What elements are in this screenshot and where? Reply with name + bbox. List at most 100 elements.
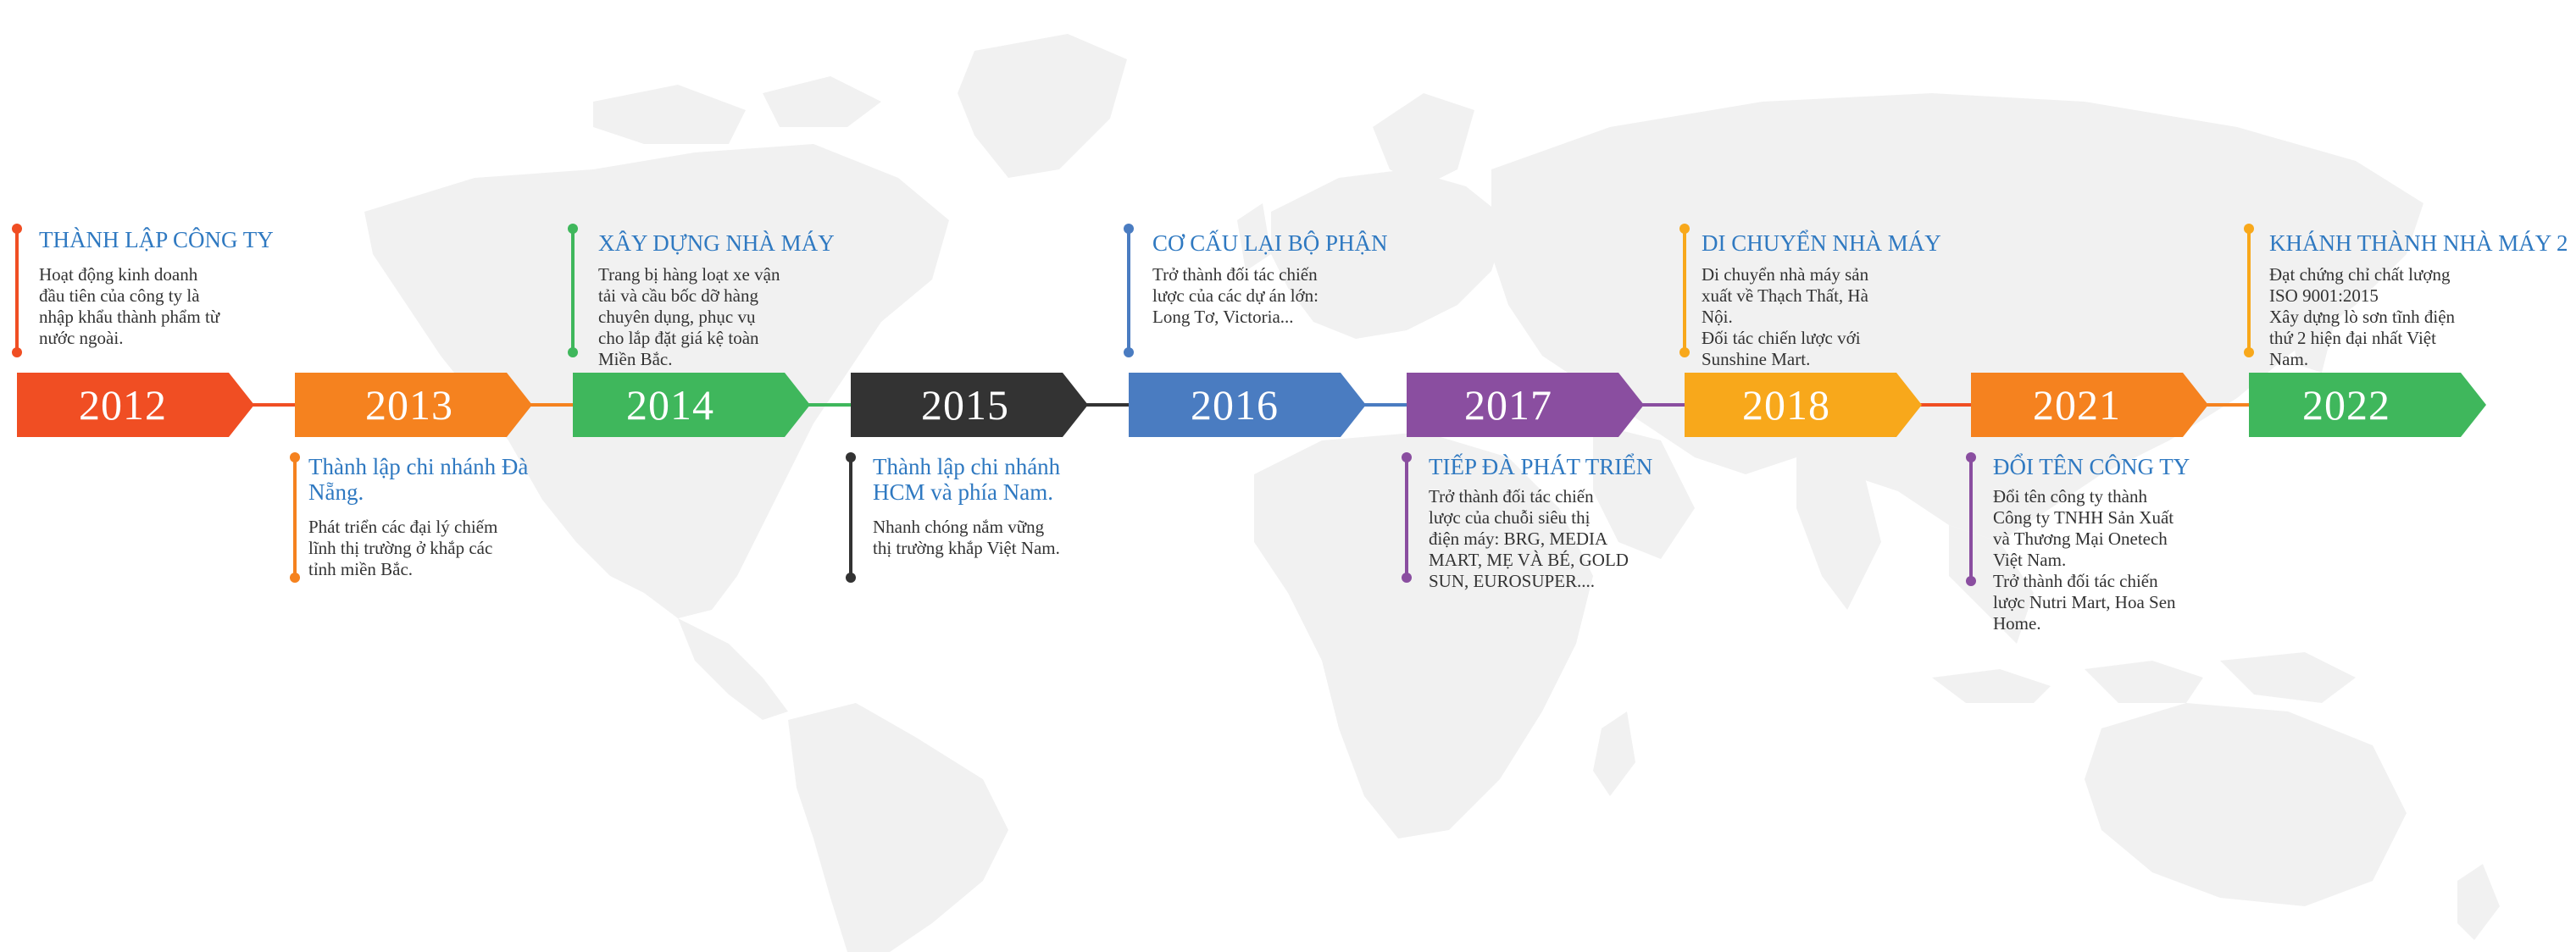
desc-line: Trở thành đối tác chiến xyxy=(1993,571,2158,591)
desc-line: điện máy: BRG, MEDIA xyxy=(1429,529,1608,549)
arrow-shape xyxy=(2249,373,2486,437)
desc-line: Nhanh chóng nắm vững xyxy=(873,517,1045,537)
year-label: 2013 xyxy=(365,381,453,429)
connector-2018-2021 xyxy=(1913,403,1973,407)
desc-line: nhập khẩu thành phẩm từ xyxy=(39,307,220,327)
desc-line: tỉnh miền Bắc. xyxy=(308,559,414,579)
desc-line: xuất về Thạch Thất, Hà xyxy=(1702,285,1868,306)
marker-stem-2013 xyxy=(293,457,297,576)
year-arrow-2016: 2016 xyxy=(1129,373,1366,437)
year-label: 2017 xyxy=(1464,381,1552,429)
marker-dot-2012-end xyxy=(12,347,22,357)
desc-line: Trở thành đối tác chiến xyxy=(1429,486,1594,506)
desc-line: Đổi tên công ty thành xyxy=(1993,486,2147,506)
desc-line: SUN, EUROSUPER.... xyxy=(1429,571,1596,591)
year-label: 2012 xyxy=(79,381,167,429)
milestone-title-2022: KHÁNH THÀNH NHÀ MÁY 2 xyxy=(2269,230,2568,256)
marker-dot-2012 xyxy=(12,224,22,234)
desc-line: Đối tác chiến lược với xyxy=(1702,328,1861,348)
desc-line: lược của các dự án lớn: xyxy=(1152,285,1319,306)
milestone-title-2013: Thành lập chi nhánh Đà Nẵng. xyxy=(308,454,529,505)
milestone-desc-2012: Hoạt động kinh doanh đầu tiên của công t… xyxy=(39,264,219,349)
arrow-shape xyxy=(1971,373,2208,437)
marker-stem-2016 xyxy=(1127,229,1130,356)
desc-line: Home. xyxy=(1993,613,2041,634)
desc-line: lược của chuỗi siêu thị xyxy=(1429,507,1591,528)
desc-line: thị trường khắp Việt Nam. xyxy=(873,538,1060,558)
desc-line: Đạt chứng chỉ chất lượng xyxy=(2269,264,2451,285)
marker-stem-2017 xyxy=(1405,457,1408,576)
marker-stem-2015 xyxy=(849,457,852,576)
arrow-shape xyxy=(851,373,1088,437)
arrow-shape xyxy=(1685,373,1922,437)
connector-2012-2013 xyxy=(246,403,297,407)
desc-line: tải và cầu bốc dỡ hàng xyxy=(598,285,758,306)
milestone-title-2014: XÂY DỰNG NHÀ MÁY xyxy=(598,230,835,256)
desc-line: Nội. xyxy=(1702,307,1733,327)
year-label: 2016 xyxy=(1191,381,1279,429)
arrow-shape xyxy=(295,373,532,437)
marker-stem-2018 xyxy=(1683,229,1686,356)
arrow-shape xyxy=(1129,373,1366,437)
milestone-title-2018: DI CHUYỂN NHÀ MÁY xyxy=(1702,230,1941,256)
connector-2015-2016 xyxy=(1080,403,1130,407)
marker-dot-2018 xyxy=(1679,224,1690,234)
year-label: 2015 xyxy=(921,381,1009,429)
desc-line: Hoạt động kinh doanh xyxy=(39,264,198,285)
milestone-desc-2021: Đổi tên công ty thành Công ty TNHH Sản X… xyxy=(1993,486,2176,634)
desc-line: lược Nutri Mart, Hoa Sen xyxy=(1993,592,2176,612)
marker-dot-2016 xyxy=(1124,224,1134,234)
milestone-desc-2018: Di chuyển nhà máy sản xuất về Thạch Thất… xyxy=(1702,264,1868,370)
milestone-desc-2016: Trở thành đối tác chiến lược của các dự … xyxy=(1152,264,1319,328)
desc-line: ISO 9001:2015 xyxy=(2269,285,2379,306)
desc-line: Trở thành đối tác chiến xyxy=(1152,264,1318,285)
marker-stem-2021 xyxy=(1969,457,1973,584)
milestone-desc-2013: Phát triển các đại lý chiếm lĩnh thị trư… xyxy=(308,517,497,580)
desc-line: Long Tơ, Victoria... xyxy=(1152,307,1294,327)
year-arrow-2014: 2014 xyxy=(573,373,810,437)
marker-dot-2017 xyxy=(1402,452,1412,462)
marker-stem-2012 xyxy=(15,229,19,356)
marker-dot-2015 xyxy=(846,452,856,462)
year-arrow-2015: 2015 xyxy=(851,373,1088,437)
arrow-shape xyxy=(573,373,810,437)
marker-dot-2013 xyxy=(290,452,300,462)
year-arrow-2018: 2018 xyxy=(1685,373,1922,437)
year-label: 2018 xyxy=(1742,381,1830,429)
desc-line: Trang bị hàng loạt xe vận xyxy=(598,264,780,285)
milestone-desc-2014: Trang bị hàng loạt xe vận tải và cầu bốc… xyxy=(598,264,780,370)
desc-line: MART, MẸ VÀ BÉ, GOLD xyxy=(1429,550,1629,570)
connector-2014-2015 xyxy=(802,403,852,407)
year-label: 2021 xyxy=(2033,381,2121,429)
desc-line: chuyên dụng, phục vụ xyxy=(598,307,756,327)
marker-stem-2022 xyxy=(2247,229,2251,356)
marker-dot-2016-end xyxy=(1124,347,1134,357)
desc-line: Việt Nam. xyxy=(1993,550,2067,570)
desc-line: Di chuyển nhà máy sản xyxy=(1702,264,1869,285)
desc-line: Miền Bắc. xyxy=(598,349,673,369)
arrow-shape xyxy=(1407,373,1644,437)
desc-line: cho lắp đặt giá kệ toàn xyxy=(598,328,759,348)
year-arrow-2022: 2022 xyxy=(2249,373,2486,437)
desc-line: Phát triển các đại lý chiếm xyxy=(308,517,498,537)
marker-dot-2017-end xyxy=(1402,573,1412,583)
year-arrow-2017: 2017 xyxy=(1407,373,1644,437)
connector-2013-2014 xyxy=(524,403,575,407)
desc-line: và Thương Mại Onetech xyxy=(1993,529,2168,549)
desc-line: nước ngoài. xyxy=(39,328,124,348)
desc-line: thứ 2 hiện đại nhất Việt xyxy=(2269,328,2436,348)
year-arrow-2012: 2012 xyxy=(17,373,254,437)
milestone-title-2015: Thành lập chi nhánh HCM và phía Nam. xyxy=(873,454,1061,505)
marker-dot-2022-end xyxy=(2244,347,2254,357)
connector-2016-2017 xyxy=(1357,403,1408,407)
milestone-desc-2017: Trở thành đối tác chiến lược của chuỗi s… xyxy=(1429,486,1629,592)
milestone-title-2016: CƠ CẤU LẠI BỘ PHẬN xyxy=(1152,230,1388,256)
milestone-title-2017: TIẾP ĐÀ PHÁT TRIỂN xyxy=(1429,454,1653,479)
desc-line: Công ty TNHH Sản Xuất xyxy=(1993,507,2174,528)
desc-line: Sunshine Mart. xyxy=(1702,349,1811,369)
desc-line: lĩnh thị trường ở khắp các xyxy=(308,538,493,558)
connector-2021-2022 xyxy=(2200,403,2251,407)
marker-dot-2018-end xyxy=(1679,347,1690,357)
marker-dot-2022 xyxy=(2244,224,2254,234)
